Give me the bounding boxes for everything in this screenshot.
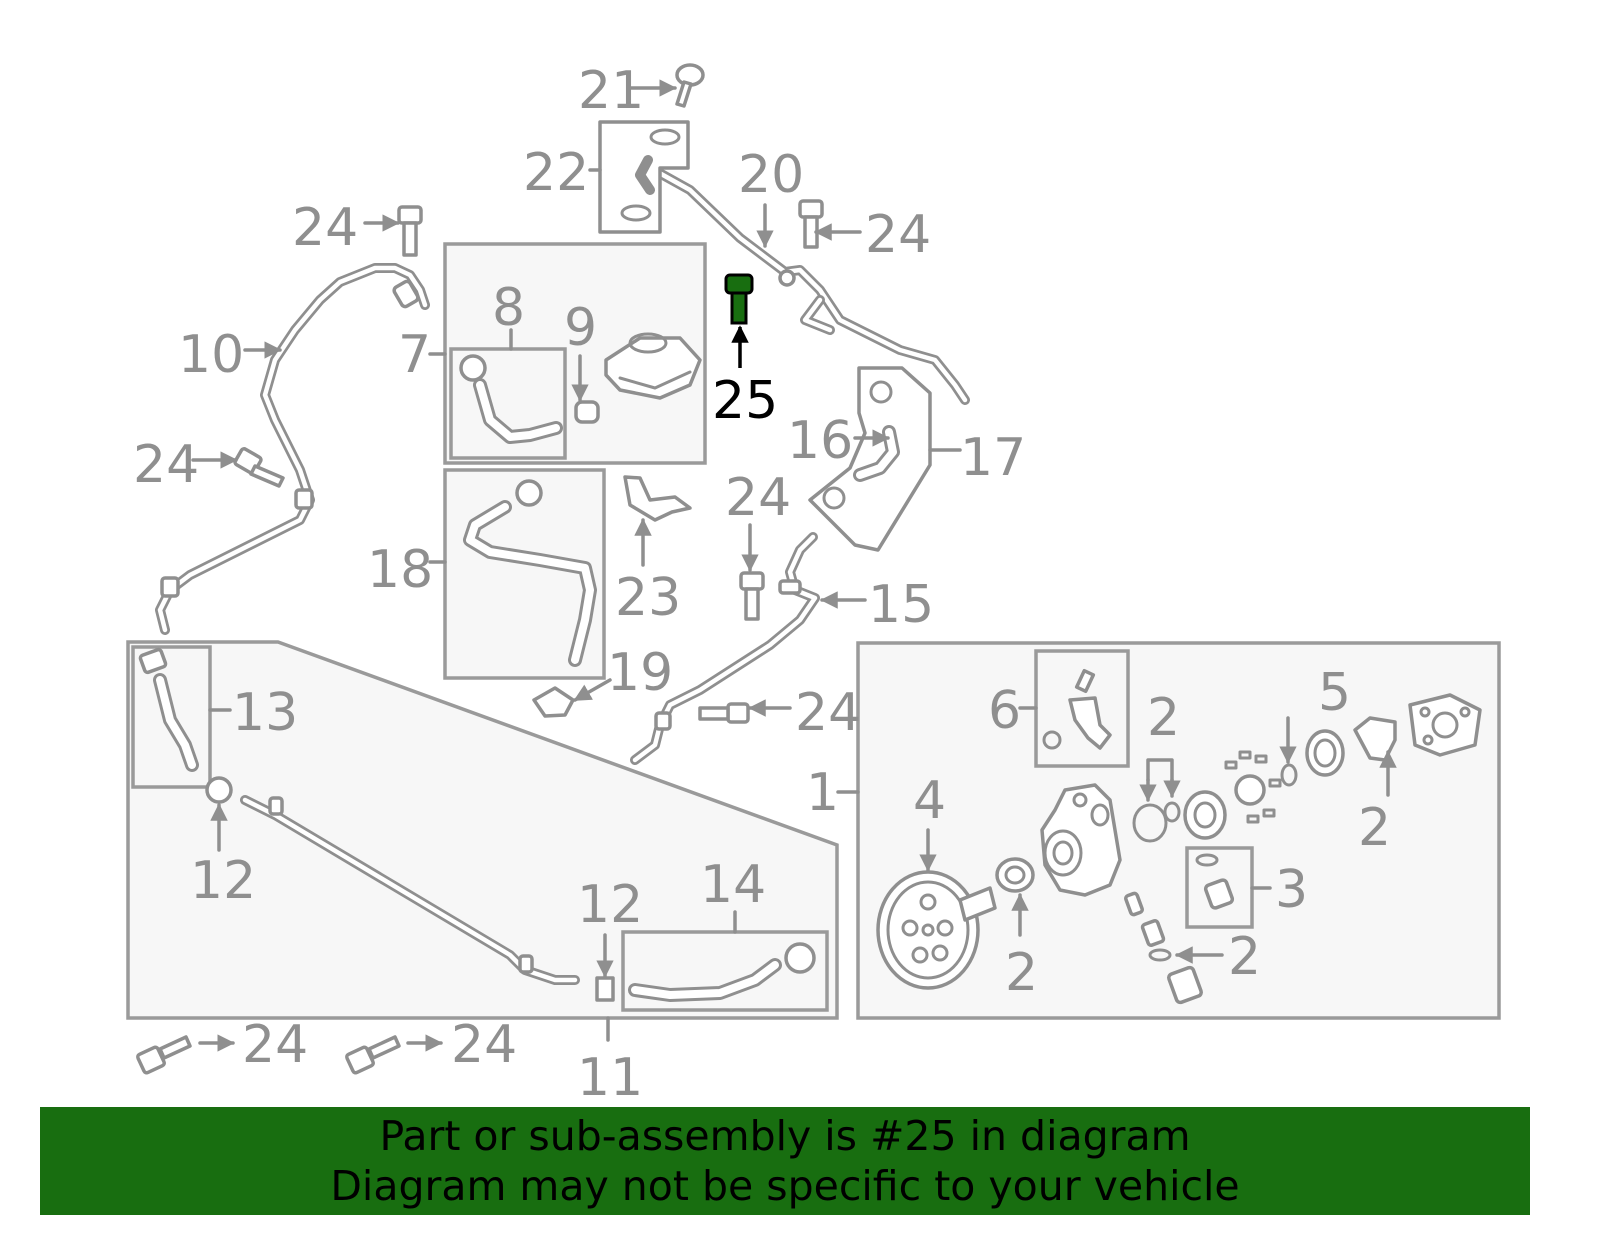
- seal-ring: [1305, 729, 1345, 777]
- pressure-line-15: [630, 532, 820, 765]
- callout-24-c: 24: [133, 435, 199, 495]
- bolt-24-d: [739, 571, 765, 621]
- flow-valve-6: [1042, 668, 1112, 750]
- callout-24-g: 24: [451, 1015, 517, 1075]
- callout-19: 19: [607, 643, 673, 703]
- info-banner: Part or sub-assembly is #25 in diagram D…: [40, 1107, 1530, 1215]
- panel-group-11: [126, 640, 839, 1020]
- callout-1: 1: [806, 763, 839, 823]
- clamp-12-a: [205, 776, 233, 804]
- callout-13: 13: [232, 683, 298, 743]
- callout-2-e: 2: [1358, 798, 1391, 858]
- callout-24-a: 24: [292, 198, 358, 258]
- bracket-23: [623, 475, 692, 522]
- cam-ring: [1183, 790, 1227, 840]
- callout-24-d: 24: [725, 468, 791, 528]
- callout-16: 16: [787, 411, 853, 471]
- callout-10: 10: [178, 325, 244, 385]
- bolt-24-c: [233, 447, 285, 488]
- pressure-hose-10: [155, 263, 430, 635]
- hose-18: [463, 479, 597, 667]
- hose-8: [459, 354, 563, 444]
- banner-line-1: Part or sub-assembly is #25 in diagram: [379, 1112, 1191, 1160]
- bolt-24-g: [345, 1035, 401, 1075]
- callout-20: 20: [738, 145, 804, 205]
- callout-12-a: 12: [190, 851, 256, 911]
- callout-3: 3: [1275, 860, 1308, 920]
- switch-3: [1195, 853, 1235, 910]
- oring-5: [1280, 763, 1298, 787]
- clamp-12-b: [595, 976, 615, 1002]
- callout-21: 21: [578, 61, 644, 121]
- pump-body: [1040, 783, 1122, 897]
- bolt-24-a: [397, 205, 423, 257]
- callout-2-a: 2: [1005, 943, 1038, 1003]
- callout-12-b: 12: [577, 875, 643, 935]
- callout-25-highlighted: 25: [712, 371, 778, 431]
- oring-2-b: [1132, 801, 1181, 843]
- bolt-21: [675, 63, 705, 108]
- bracket-22: [598, 120, 690, 234]
- callout-24-e: 24: [795, 683, 861, 743]
- clamp-9: [574, 400, 600, 424]
- callout-2-b: 2: [1147, 688, 1180, 748]
- callout-2-d: 2: [1228, 927, 1261, 987]
- rotor-vanes: [1224, 750, 1282, 824]
- bolt-24-e: [698, 702, 750, 724]
- hose-14: [628, 942, 816, 1002]
- callout-11: 11: [577, 1048, 643, 1108]
- bolt-24-f: [136, 1035, 192, 1075]
- bolt-24-b: [798, 199, 824, 249]
- callout-17: 17: [960, 428, 1026, 488]
- callout-5: 5: [1318, 663, 1351, 723]
- callout-8: 8: [492, 278, 525, 338]
- callout-6: 6: [988, 681, 1021, 741]
- pressure-line-20: [640, 160, 970, 405]
- callout-9: 9: [564, 298, 597, 358]
- pump-cover: [1408, 693, 1482, 757]
- callout-7: 7: [398, 325, 431, 385]
- leader-lines: [191, 79, 1397, 1052]
- hose-16: [853, 425, 900, 482]
- callout-22: 22: [523, 143, 589, 203]
- callout-18: 18: [367, 540, 433, 600]
- pump-pulley-4: [876, 870, 997, 990]
- callout-4: 4: [913, 771, 946, 831]
- callout-24-f: 24: [242, 1015, 308, 1075]
- callout-15: 15: [868, 575, 934, 635]
- return-line-11: [240, 795, 580, 985]
- hose-13: [138, 647, 199, 772]
- clamp-19: [532, 686, 575, 718]
- banner-line-2: Diagram may not be specific to your vehi…: [330, 1162, 1240, 1210]
- seal-2-a: [995, 857, 1035, 893]
- bracket-17: [808, 366, 932, 552]
- bolt-25-highlighted: [724, 273, 754, 325]
- callout-14: 14: [700, 855, 766, 915]
- callout-23: 23: [615, 568, 681, 628]
- callout-labels: 5 2 2 6 3 2 2 4 1 11 12 14 12 13 24 24 2…: [133, 61, 1391, 1108]
- spring-and-fitting-2-d: [1124, 891, 1203, 1005]
- reservoir: [604, 332, 702, 400]
- callout-24-b: 24: [865, 205, 931, 265]
- gasket-2-e: [1353, 716, 1397, 762]
